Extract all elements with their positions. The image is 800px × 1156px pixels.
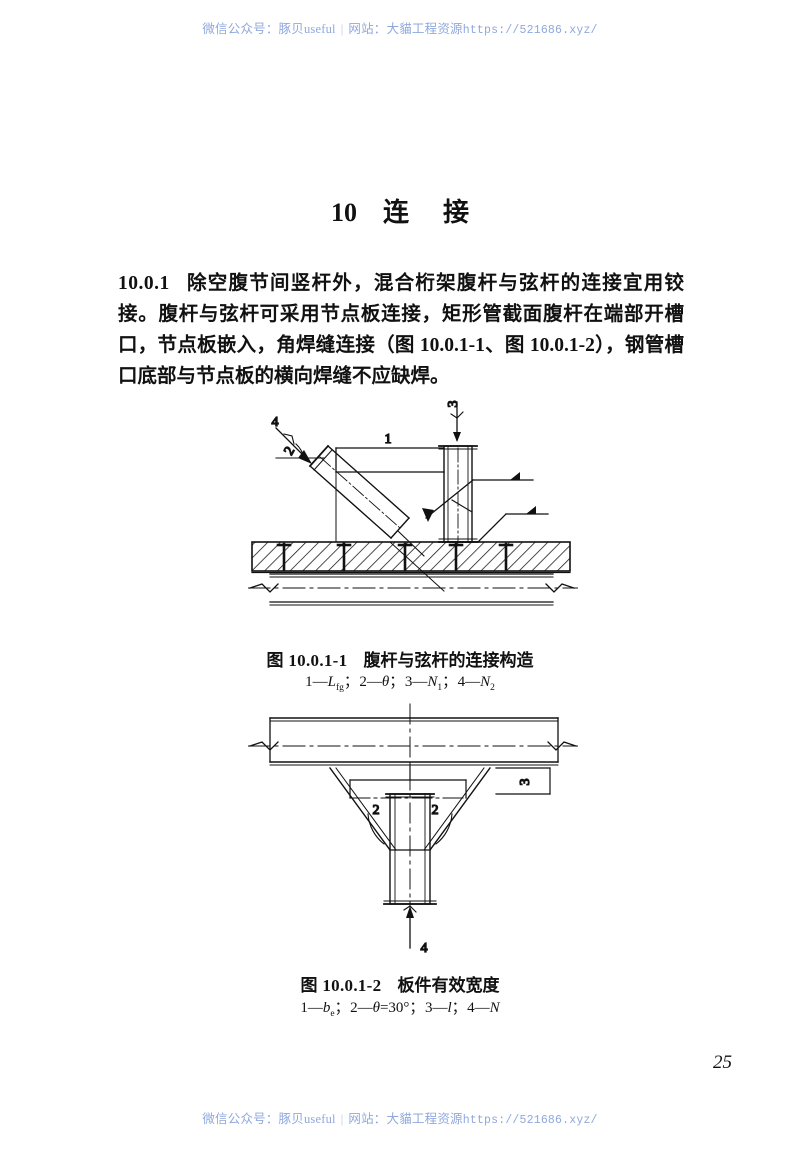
figure-1-caption-name: 腹杆与弦杆的连接构造 <box>363 651 534 670</box>
chord-member <box>269 573 554 606</box>
page-number: 25 <box>713 1052 732 1073</box>
weld-leader-kink <box>451 499 473 513</box>
figure-1-callout-1: 1 <box>385 432 392 447</box>
shear-studs <box>276 542 514 572</box>
diagonal-web-member <box>308 444 410 539</box>
watermark-site-name: 大貓工程资源 <box>386 22 463 36</box>
figure-10-0-1-1: 1 3 4 <box>248 396 578 620</box>
figure-1-legend-item-1: 1—Lfg <box>305 674 344 693</box>
figure-2-legend-item-2: 2—θ=30° <box>350 1000 410 1016</box>
watermark-url: https://521686.xyz/ <box>462 24 598 37</box>
weld-symbol-upper <box>422 472 534 522</box>
angle-marker-2 <box>275 443 325 459</box>
figure-2-force-arrow-4 <box>403 905 417 949</box>
figure-2-legend-item-1: 1—be <box>300 1000 335 1019</box>
angle-arc-right <box>435 813 453 845</box>
figure-1-caption: 图 10.0.1-1 腹杆与弦杆的连接构造 <box>0 646 800 671</box>
figure-1-drawing: 1 3 4 <box>248 400 578 606</box>
figure-1-callout-3: 3 <box>446 401 461 408</box>
figure-2-callout-3: 3 <box>518 779 533 786</box>
clause-number: 10.0.1 <box>118 273 170 294</box>
figure-2-caption-number: 图 10.0.1-2 <box>300 976 382 995</box>
chapter-number: 10 <box>330 198 357 227</box>
angle-arc-left <box>367 813 385 845</box>
chapter-title-char-2: 接 <box>443 198 470 227</box>
watermark-wechat-label: 微信公众号： <box>202 22 279 36</box>
footer-watermark: 微信公众号：豚贝useful | 网站：大貓工程资源https://521686.x… <box>0 1108 800 1127</box>
watermark-separator: | <box>340 22 344 36</box>
dimension-effective-width <box>349 779 467 799</box>
dimension-length-3 <box>495 767 551 795</box>
footer-watermark-site-name: 大貓工程资源 <box>386 1112 463 1126</box>
figure-2-drawing: 2 2 3 4 <box>248 703 578 957</box>
figure-2-break-right <box>547 741 577 751</box>
force-arrow-4 <box>275 427 312 464</box>
figure-2-callout-angle-left: 2 <box>373 803 380 818</box>
figure-1-legend-item-4: 4—N2 <box>457 674 495 693</box>
footer-watermark-account: 豚贝useful <box>278 1112 336 1126</box>
figure-2-caption: 图 10.0.1-2 板件有效宽度 <box>0 971 800 996</box>
effective-width-spread <box>329 767 491 851</box>
vertical-gusset-plate <box>383 793 437 905</box>
figure-2-legend: 1—be；2—θ=30°；3—l；4—N <box>300 1000 500 1019</box>
figure-1-legend-item-3: 3—N1 <box>404 674 443 693</box>
figure-2-callout-angle-right: 2 <box>432 803 439 818</box>
chord-top-plate <box>269 717 559 766</box>
concrete-slab-hatch <box>251 541 571 572</box>
figure-2-caption-name: 板件有效宽度 <box>397 976 500 995</box>
figure-2-legend-item-3: 3—l <box>424 1000 452 1016</box>
header-watermark: 微信公众号：豚贝useful | 网站：大貓工程资源https://521686.x… <box>0 18 800 37</box>
footer-watermark-wechat-label: 微信公众号： <box>202 1112 279 1126</box>
figure-10-0-1-2: 2 2 3 4 <box>248 702 578 964</box>
chapter-heading: 10 连 接 <box>0 192 800 229</box>
figure-1-caption-number: 图 10.0.1-1 <box>266 651 348 670</box>
figure-2-legend-item-4: 4—N <box>467 1000 500 1016</box>
figure-1-callout-2: 2 <box>282 444 298 458</box>
dimension-line-1 <box>335 447 445 473</box>
figure-2-callout-4: 4 <box>421 941 428 956</box>
clause-text: 除空腹节间竖杆外，混合桁架腹杆与弦杆的连接宜用铰接。腹杆与弦杆可采用节点板连接，… <box>118 273 684 387</box>
figure-1-legend-item-2: 2—θ <box>359 674 390 690</box>
gusset-plate <box>389 530 445 592</box>
footer-watermark-url: https://521686.xyz/ <box>462 1114 598 1127</box>
figure-1-callout-4: 4 <box>272 415 279 430</box>
watermark-site-label: 网站： <box>348 22 387 36</box>
watermark-account: 豚贝useful <box>278 22 336 36</box>
figure-1-legend: 1—Lfg；2—θ；3—N1；4—N2 <box>305 674 495 693</box>
footer-watermark-site-label: 网站： <box>348 1112 387 1126</box>
force-arrow-3 <box>450 401 464 442</box>
chapter-title-char-1: 连 <box>382 198 409 227</box>
footer-watermark-separator: | <box>340 1112 344 1126</box>
vertical-web-member <box>438 445 478 543</box>
weld-symbol-lower <box>443 506 549 543</box>
